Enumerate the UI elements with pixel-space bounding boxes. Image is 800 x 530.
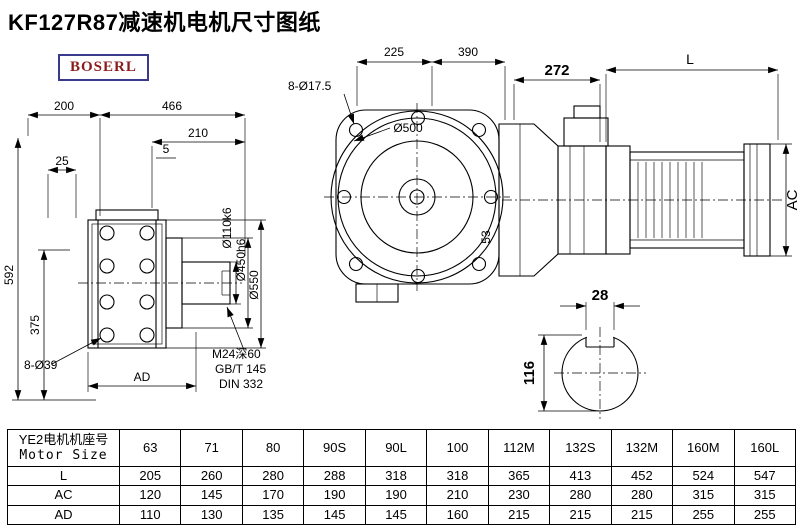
page-title: KF127R87减速机电机尺寸图纸	[8, 10, 321, 35]
cell-L-132M: 452	[610, 465, 674, 487]
cell-L-90S: 288	[303, 465, 366, 487]
cell-AD-132M: 215	[610, 504, 674, 525]
dim-210-label: 210	[188, 126, 208, 140]
table-row-L: L 205 260 280 288 318 318 365 413 452 52…	[7, 465, 797, 487]
cell-L-160M: 524	[672, 465, 735, 487]
motor-size-header-en: Motor Size	[19, 448, 108, 463]
cell-AD-63: 110	[118, 504, 182, 525]
size-column-90L: 90L	[364, 429, 428, 467]
dim-592-label: 592	[2, 265, 16, 285]
motor-size-table: YE2电机机座号 Motor Size 63 71 80 90S 90L 100…	[7, 429, 797, 525]
dim-28-label: 28	[592, 287, 609, 304]
cell-L-160L: 547	[733, 465, 797, 487]
front-holes-label: 8-Ø39	[24, 358, 58, 372]
cell-AC-160M: 315	[672, 485, 735, 506]
cell-L-90L: 318	[364, 465, 428, 487]
cell-AD-160M: 255	[672, 504, 735, 525]
dim-25-label: 25	[55, 154, 69, 168]
dim-375-label: 375	[28, 315, 42, 335]
gearbox-housing	[87, 219, 167, 349]
size-column-71: 71	[180, 429, 243, 467]
dim-466-label: 466	[162, 99, 182, 113]
cell-AC-90S: 190	[303, 485, 366, 506]
cell-AD-71: 130	[180, 504, 243, 525]
size-column-112M: 112M	[487, 429, 551, 467]
dim-AC-label: AC	[784, 189, 800, 210]
side-dimension-lines	[343, 58, 792, 257]
table-row-AD: AD 110 130 135 145 145 160 215 215 215 2…	[7, 504, 797, 525]
cell-AD-90S: 145	[303, 504, 366, 525]
dim-53-label: 53	[479, 230, 493, 244]
table-header-row: YE2电机机座号 Motor Size 63 71 80 90S 90L 100…	[7, 429, 797, 467]
cell-L-112M: 365	[487, 465, 551, 487]
size-column-80: 80	[241, 429, 305, 467]
cell-L-132S: 413	[549, 465, 612, 487]
tap-note-label: M24深60	[212, 347, 261, 361]
shaft-diameter-label: Ø110k6	[220, 207, 234, 248]
cell-AD-80: 135	[241, 504, 305, 525]
cell-AC-112M: 230	[487, 485, 551, 506]
side-view-outline	[330, 105, 771, 303]
cell-AC-71: 145	[180, 485, 243, 506]
housing-diameter-label: Ø550	[247, 270, 261, 300]
cell-AC-132M: 280	[610, 485, 674, 506]
size-column-90S: 90S	[303, 429, 366, 467]
dim-ad-label: AD	[134, 370, 151, 384]
cell-L-71: 260	[180, 465, 243, 487]
dim-116-label: 116	[521, 361, 538, 385]
shaft-dimension-lines	[538, 302, 640, 412]
cell-AC-80: 170	[241, 485, 305, 506]
cell-L-100: 318	[426, 465, 489, 487]
dim-272-label: 272	[544, 62, 569, 79]
cell-AC-90L: 190	[364, 485, 428, 506]
terminal-box	[563, 117, 609, 147]
front-view: 200 466 210 5 25 592 375 8-Ø39 AD Ø110k6…	[2, 99, 266, 401]
flange-diameter-label: Ø450h6	[234, 238, 248, 281]
front-dimension-lines	[12, 111, 266, 401]
standard-din-label: DIN 332	[219, 377, 263, 391]
logo-text: BOSERL	[70, 59, 137, 75]
row-label-L: L	[7, 465, 120, 487]
size-column-160M: 160M	[672, 429, 735, 467]
cell-L-80: 280	[241, 465, 305, 487]
size-column-63: 63	[118, 429, 182, 467]
size-column-100: 100	[426, 429, 489, 467]
dim-225-label: 225	[384, 45, 404, 59]
cell-AD-112M: 215	[487, 504, 551, 525]
cell-AD-100: 160	[426, 504, 489, 525]
size-column-132M: 132M	[610, 429, 674, 467]
cell-AC-160L: 315	[733, 485, 797, 506]
shaft-end-view: 28 116	[521, 287, 646, 419]
motor-size-header: YE2电机机座号 Motor Size	[7, 429, 120, 467]
dim-200-label: 200	[54, 99, 74, 113]
technical-drawing: 200 466 210 5 25 592 375 8-Ø39 AD Ø110k6…	[2, 45, 800, 419]
logo: BOSERL	[58, 54, 149, 81]
size-column-132S: 132S	[549, 429, 612, 467]
cell-AC-132S: 280	[549, 485, 612, 506]
cell-L-63: 205	[118, 465, 182, 487]
dim-5-label: 5	[163, 142, 170, 156]
cell-AC-100: 210	[426, 485, 489, 506]
motor-size-header-cn: YE2电机机座号	[18, 431, 109, 447]
front-bolt-holes	[99, 225, 155, 343]
row-label-AC: AC	[7, 485, 120, 506]
standard-gb-label: GB/T 145	[215, 362, 266, 376]
front-view-outline	[87, 209, 231, 349]
dim-390-label: 390	[458, 45, 478, 59]
row-label-AD: AD	[7, 504, 120, 525]
cell-AC-63: 120	[118, 485, 182, 506]
dim-L-label: L	[686, 51, 694, 67]
face-diameter-label: Ø500	[393, 121, 423, 135]
cell-AD-160L: 255	[733, 504, 797, 525]
table-row-AC: AC 120 145 170 190 190 210 230 280 280 3…	[7, 485, 797, 506]
cell-AD-132S: 215	[549, 504, 612, 525]
side-holes-label: 8-Ø17.5	[288, 79, 332, 93]
side-view: 225 390 8-Ø17.5 Ø500 272 L AC 53	[288, 45, 800, 303]
size-column-160L: 160L	[733, 429, 797, 467]
cell-AD-90L: 145	[364, 504, 428, 525]
